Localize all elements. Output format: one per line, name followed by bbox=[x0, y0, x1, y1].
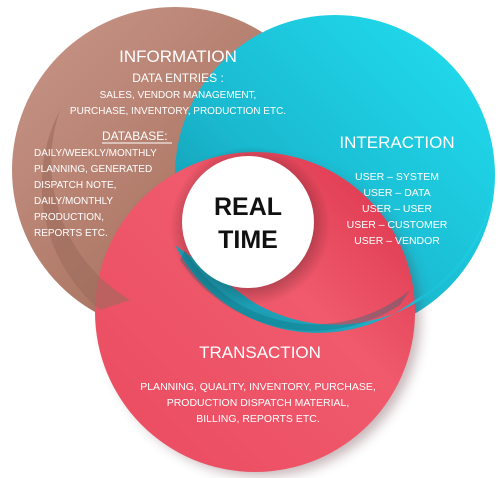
database-line: DISPATCH NOTE, bbox=[34, 180, 116, 191]
center-disc bbox=[182, 156, 314, 288]
information-overlap-swirl bbox=[41, 110, 130, 310]
transaction-line: PLANNING, QUALITY, INVENTORY, PURCHASE, bbox=[140, 381, 376, 393]
database-line: DAILY/WEEKLY/MONTHLY bbox=[34, 148, 157, 159]
interaction-line: USER – VENDOR bbox=[354, 235, 440, 247]
center-label-line2: TIME bbox=[218, 226, 278, 254]
center-label-line1: REAL bbox=[214, 193, 282, 221]
information-title: INFORMATION bbox=[119, 47, 237, 66]
database-line: PLANNING, GENERATED bbox=[34, 164, 152, 175]
transaction-line: BILLING, REPORTS ETC. bbox=[196, 413, 320, 425]
transaction-line: PRODUCTION DISPATCH MATERIAL, bbox=[167, 397, 350, 409]
data-entries-line: PURCHASE, INVENTORY, PRODUCTION ETC. bbox=[70, 106, 286, 117]
interaction-title: INTERACTION bbox=[339, 133, 454, 152]
data-entries-heading: DATA ENTRIES : bbox=[132, 71, 224, 85]
interaction-line: USER – CUSTOMER bbox=[347, 219, 448, 231]
interaction-line: USER – USER bbox=[362, 203, 432, 215]
interaction-line: USER – SYSTEM bbox=[355, 171, 439, 183]
database-line: PRODUCTION, bbox=[34, 212, 104, 223]
transaction-title: TRANSACTION bbox=[199, 343, 321, 362]
interaction-overlap-shade bbox=[180, 250, 410, 331]
data-entries-line: SALES, VENDOR MANAGEMENT, bbox=[100, 90, 257, 101]
interaction-line: USER – DATA bbox=[363, 187, 430, 199]
database-heading: DATABASE: bbox=[102, 129, 168, 143]
database-line: REPORTS ETC. bbox=[34, 228, 108, 239]
database-line: DAILY/MONTHLY bbox=[34, 196, 113, 207]
